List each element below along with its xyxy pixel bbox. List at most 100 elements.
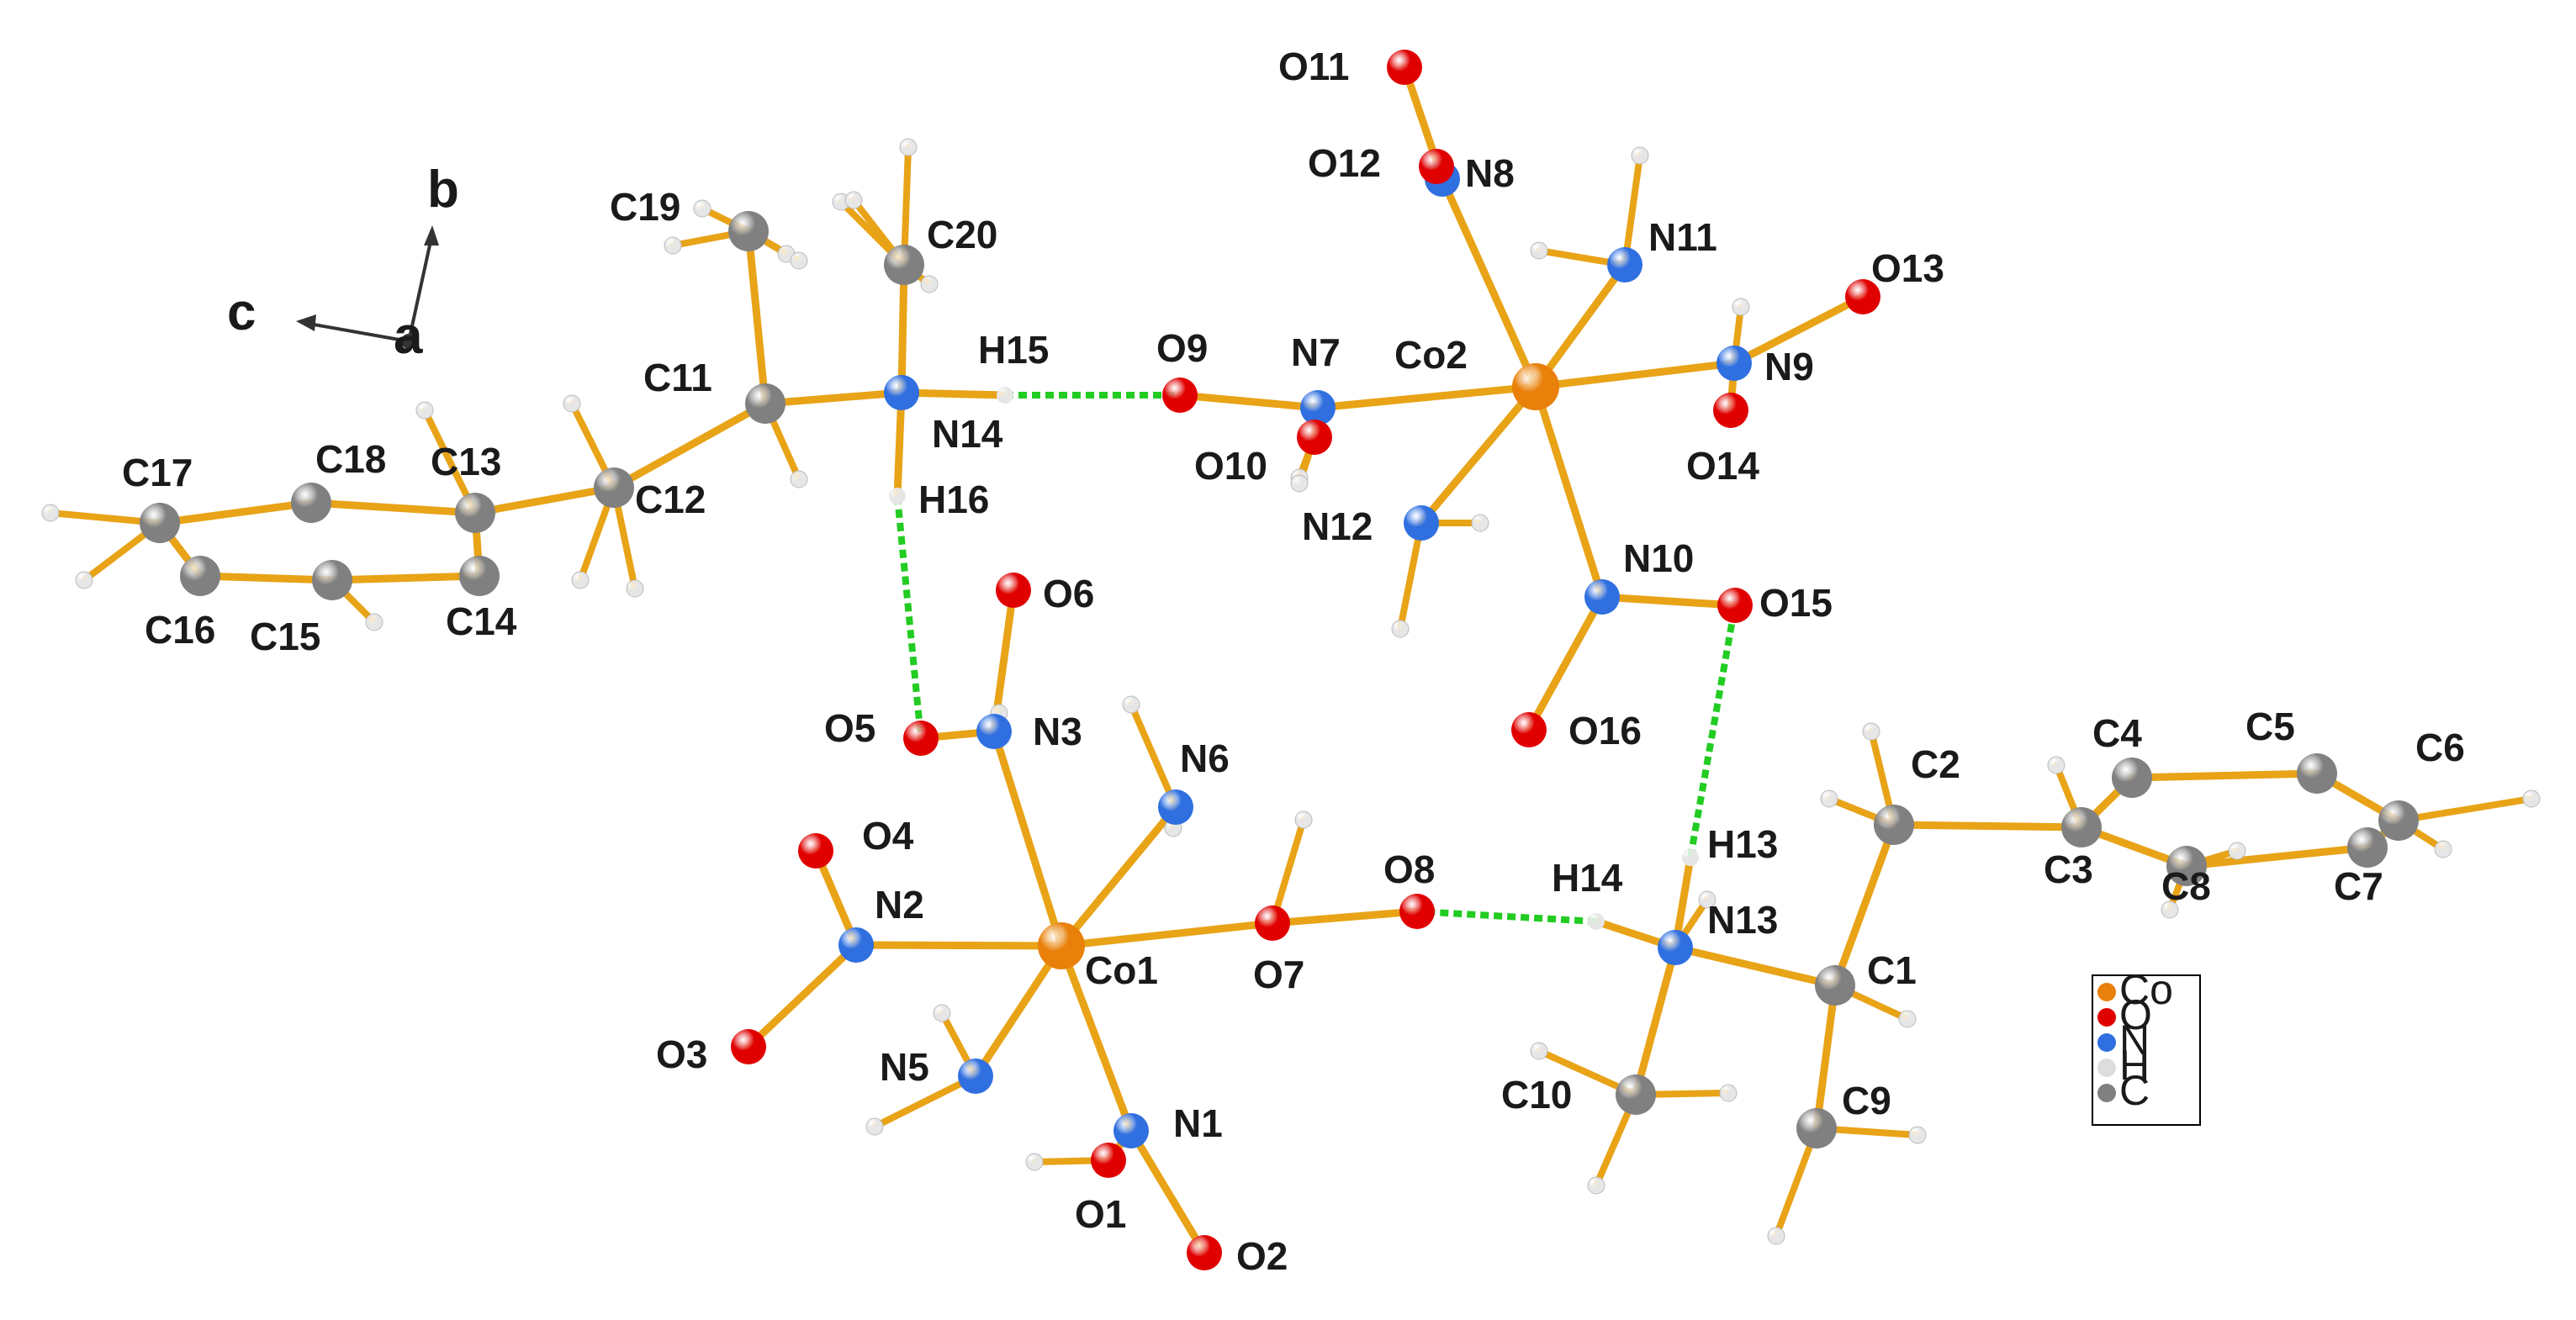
atom-label-o7: O7 [1253, 953, 1304, 996]
atom-h-extra [920, 275, 939, 293]
bond-layer [47, 63, 2535, 1257]
atom-o4 [798, 833, 833, 869]
atom-o6 [996, 573, 1031, 608]
atom-label-c2: C2 [1911, 742, 1960, 786]
atom-n13 [1658, 930, 1693, 965]
atom-h-extra [1767, 1227, 1785, 1245]
bond-Co1-N3 [990, 727, 1066, 950]
atom-h-extra [365, 613, 383, 631]
atom-label-c6: C6 [2415, 726, 2465, 769]
atom-label-c15: C15 [250, 615, 320, 658]
bond-C14-C15 [328, 572, 484, 584]
atom-label-c7: C7 [2334, 864, 2383, 908]
atom-label-c13: C13 [431, 440, 501, 483]
bond-C1-C2 [1831, 821, 1898, 990]
atom-label-o6: O6 [1043, 572, 1094, 615]
atom-label-c8: C8 [2161, 864, 2211, 908]
atom-o15 [1717, 588, 1753, 623]
bond-N9-O13 [1730, 293, 1867, 367]
atom-h-extra [571, 571, 590, 589]
bond-h-19 [1621, 152, 1643, 268]
atom-label-o8: O8 [1383, 847, 1435, 891]
atom-label-c10: C10 [1501, 1073, 1572, 1117]
atom-label-o12: O12 [1308, 141, 1381, 185]
atom-h-extra [41, 504, 60, 522]
bond-C4-C5 [2128, 769, 2321, 782]
atom-c1 [1815, 965, 1855, 1006]
atom-label-o10: O10 [1194, 444, 1267, 488]
atom-o1 [1091, 1143, 1126, 1178]
atom-label-co1: Co1 [1085, 948, 1158, 992]
atom-label-o3: O3 [656, 1032, 707, 1076]
atom-h-extra [2228, 842, 2246, 860]
atom-n11 [1607, 247, 1642, 282]
atom-h-extra [1471, 514, 1489, 532]
atom-o14 [1713, 393, 1748, 428]
atom-label-o4: O4 [862, 814, 914, 858]
bond-N1-O2 [1127, 1127, 1209, 1257]
atom-c17 [140, 503, 180, 543]
atom-h-extra [1719, 1084, 1738, 1102]
bond-N14-C20 [897, 261, 908, 397]
atom-c6 [2378, 800, 2419, 841]
atom-label-n8: N8 [1465, 151, 1515, 195]
atom-o11 [1387, 50, 1422, 85]
atom-label-o13: O13 [1871, 246, 1944, 290]
atom-c12 [594, 467, 634, 508]
atom-label-c18: C18 [315, 437, 386, 481]
bond-N13-C1 [1671, 943, 1839, 990]
atom-label-n11: N11 [1648, 215, 1717, 259]
atom-label-n5: N5 [880, 1045, 929, 1089]
legend-label-h: H [2119, 1042, 2150, 1089]
atom-h-extra [75, 571, 93, 589]
atom-label-h15: H15 [978, 328, 1049, 372]
atom-label-o5: O5 [824, 706, 875, 750]
bond-Co2-N10 [1531, 383, 1606, 601]
atom-c16 [180, 556, 220, 596]
bond-Co1-N6 [1057, 803, 1180, 950]
bond-h-30 [2395, 795, 2535, 824]
atom-label-o14: O14 [1686, 444, 1759, 488]
atom-label-c12: C12 [635, 478, 706, 521]
bond-h-17 [1128, 701, 1179, 810]
bond-C1-C9 [1812, 981, 1839, 1133]
bond-Co2-N11 [1531, 261, 1629, 391]
atom-label-h14: H14 [1552, 856, 1623, 900]
atom-h-extra [1732, 298, 1750, 316]
atom-co2 [1512, 363, 1559, 410]
atom-label-o9: O9 [1156, 326, 1208, 370]
atom-label-h13: H13 [1707, 822, 1778, 866]
atom-n6 [1158, 789, 1193, 825]
atom-label-n12: N12 [1302, 504, 1373, 548]
atom-label-n13: N13 [1707, 898, 1778, 942]
legend-label-c: C [2119, 1067, 2150, 1114]
atom-co1 [1038, 922, 1085, 969]
atom-label-c16: C16 [145, 608, 215, 652]
atom-label-h16: H16 [918, 478, 989, 521]
atom-label-c4: C4 [2092, 711, 2142, 755]
atom-h-extra [563, 394, 581, 413]
atom-h-extra [693, 199, 711, 218]
atom-h-extra [1122, 695, 1140, 714]
atom-n10 [1584, 579, 1620, 615]
atom-h-extra [626, 579, 644, 598]
atom-h-extra [415, 401, 434, 420]
atom-label-c19: C19 [610, 185, 680, 229]
atom-label-n6: N6 [1180, 737, 1230, 780]
atom-c13 [455, 493, 495, 533]
atom-h-extra [1025, 1153, 1044, 1171]
axis-label-c: c [227, 283, 256, 341]
atom-h-extra [933, 1004, 951, 1022]
legend-box [2092, 974, 2201, 1126]
legend-label-co: Co [2119, 966, 2173, 1013]
atom-c18 [291, 483, 331, 523]
atom-c3 [2061, 807, 2102, 847]
bond-N2-O3 [744, 941, 860, 1051]
atom-o12 [1419, 149, 1454, 184]
atom-h-extra [1820, 789, 1838, 808]
atom-label-layer: Co1Co2N1N2N3N5N6N7N8N9N10N11N12N13N14O1O… [122, 45, 2465, 1278]
bond-N14-C11 [761, 388, 906, 408]
atom-o5 [903, 721, 939, 756]
